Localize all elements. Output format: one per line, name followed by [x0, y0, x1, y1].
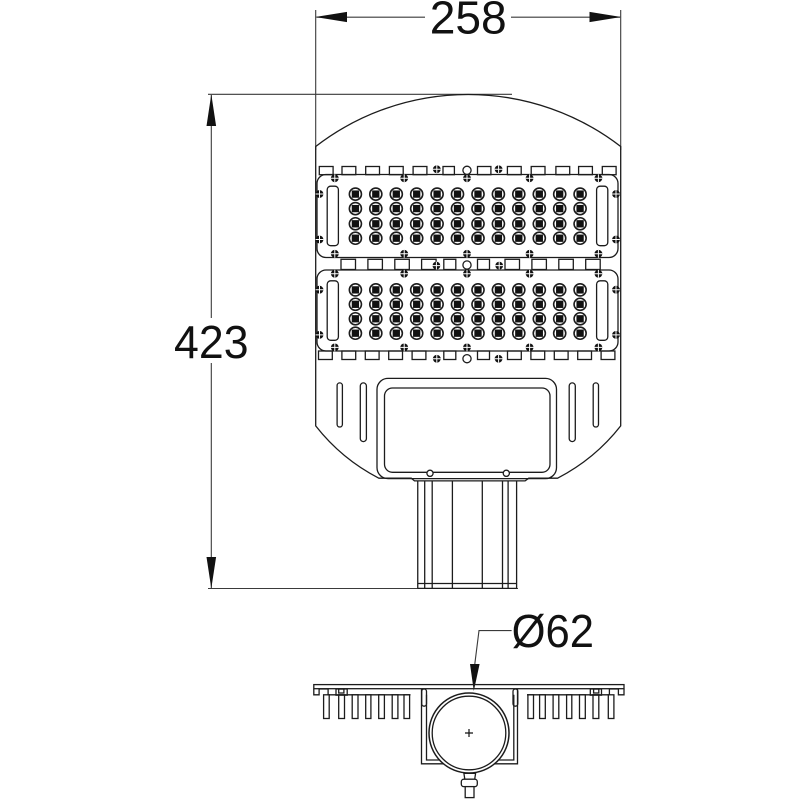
svg-text:258: 258	[430, 0, 507, 44]
svg-text:423: 423	[174, 316, 249, 368]
svg-text:Ø62: Ø62	[512, 605, 594, 657]
